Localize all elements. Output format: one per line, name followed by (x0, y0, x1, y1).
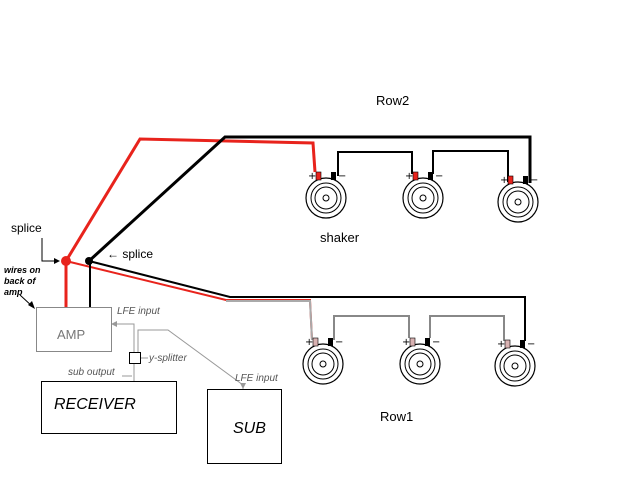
lfe-input-amp-label: LFE input (117, 306, 160, 317)
row1-speaker: +− (494, 339, 536, 387)
row1-series-link-1 (333, 315, 410, 340)
row2-speaker: +− (402, 171, 444, 219)
amp-box-label: AMP (57, 327, 86, 342)
amp-lfe-signal-wire (111, 323, 135, 352)
row2-positive-wire (64, 137, 317, 262)
row1-positive-wire-grey (226, 300, 313, 341)
terminal-plus-label: + (497, 339, 505, 350)
terminal-minus-label: − (527, 339, 535, 350)
row2-series-link-1 (337, 151, 413, 176)
row2-negative-wire (87, 135, 532, 263)
terminal-plus-label: + (305, 337, 313, 348)
terminal-minus-label: − (530, 175, 538, 186)
terminal-plus-label: + (402, 337, 410, 348)
y-splitter-box (129, 352, 141, 364)
row2-speaker: +− (305, 171, 347, 219)
wires-on-amp-note: wires on back of amp (4, 265, 41, 297)
terminal-plus-label: + (405, 171, 413, 182)
terminal-minus-label: − (335, 337, 343, 348)
terminal-plus-label: + (308, 171, 316, 182)
row1-series-link-2 (429, 315, 505, 341)
receiver-box: RECEIVER (41, 381, 177, 434)
terminal-plus-label: + (500, 175, 508, 186)
lfe-input-sub-label: LFE input (235, 373, 278, 384)
splice-label-left: splice (11, 221, 42, 235)
splice-negative-dot (85, 257, 93, 265)
row2-speaker: +− (497, 175, 539, 223)
splice-arrow (41, 238, 56, 262)
terminal-minus-label: − (432, 337, 440, 348)
row1-speaker: +− (302, 337, 344, 385)
splice-label-right: ← splice (107, 247, 154, 261)
y-splitter-label: y-splitter (149, 353, 187, 364)
sub-box-label: SUB (233, 420, 266, 437)
speakers-group: +−+−+−+−+−+− (302, 171, 539, 387)
row1-speaker: +− (399, 337, 441, 385)
row1-negative-wire (88, 260, 526, 341)
sub-output-label: sub output (68, 367, 115, 378)
terminal-minus-label: − (338, 171, 346, 182)
amp-box: AMP (36, 307, 112, 352)
sub-box: SUB (207, 389, 282, 464)
row2-series-link-2 (432, 150, 509, 182)
row2-label: Row2 (376, 93, 410, 108)
shaker-label: shaker (320, 230, 360, 245)
receiver-box-label: RECEIVER (54, 396, 136, 413)
terminal-minus-label: − (435, 171, 443, 182)
row1-label: Row1 (380, 409, 414, 424)
splice-positive-dot (61, 256, 71, 266)
